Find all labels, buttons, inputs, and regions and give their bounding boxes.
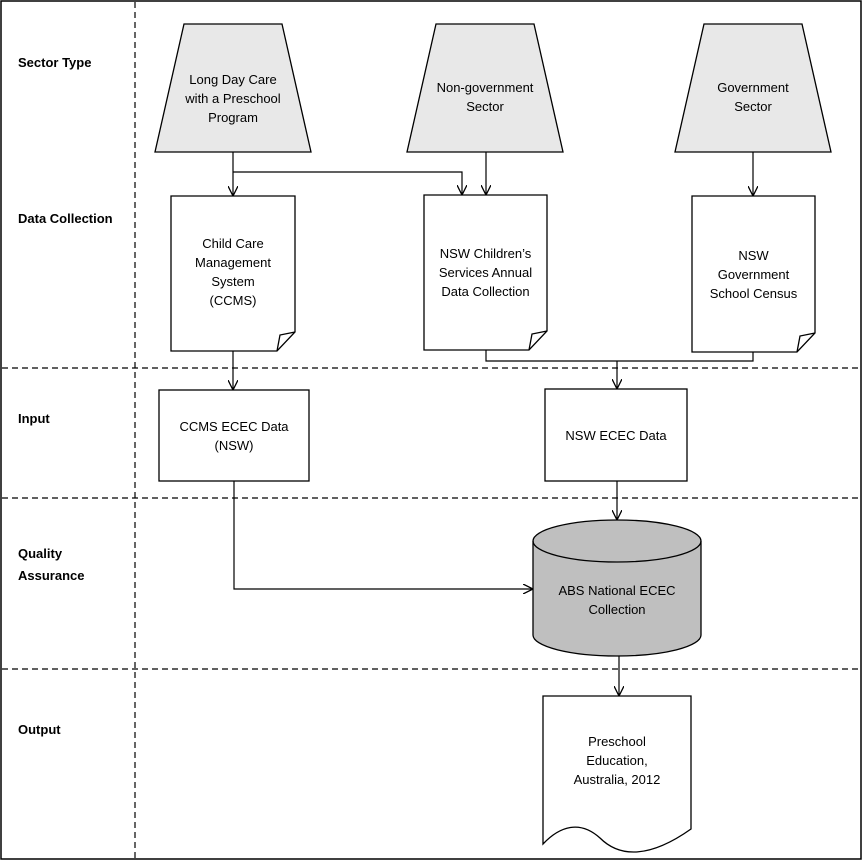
connector-ccms-ecec-to-abs [233, 481, 532, 589]
lane-label-output: Output [18, 722, 61, 737]
sector-non-government-label: Non-government Sector [436, 80, 534, 114]
lane-label-quality-assurance: Quality Assurance [18, 546, 85, 583]
lane-label-sector-type: Sector Type [18, 55, 92, 70]
lane-label-data-collection: Data Collection [18, 211, 113, 226]
document-shape-ccms [170, 195, 296, 352]
sector-shape-non-government [406, 23, 564, 153]
lane-label-input: Input [18, 411, 50, 426]
document-shape-nsw-government-census [691, 195, 816, 353]
output-document-shape [542, 695, 692, 853]
connector-long-day-care-to-nsw-childrens-services [233, 171, 462, 194]
collection-nsw-government-census-label: NSW Government School Census [709, 247, 798, 301]
input-nsw-ecec-label: NSW ECEC Data [565, 427, 667, 443]
collection-ccms-label: Child Care Management System (CCMS) [195, 236, 271, 308]
input-box-nsw-ecec [544, 388, 688, 482]
collection-nsw-childrens-services-label: NSW Children’s Services Annual Data Coll… [438, 245, 533, 299]
sector-shape-long-day-care [154, 23, 312, 153]
connector-nsw-collections-merge [485, 350, 754, 362]
sector-long-day-care-label: Long Day Care with a Preschool Program [185, 71, 281, 125]
output-publication-label: Preschool Education, Australia, 2012 [573, 733, 661, 787]
sector-shape-government [674, 23, 832, 153]
document-shape-nsw-childrens-services [423, 194, 548, 351]
abs-collection-label: ABS National ECEC Collection [558, 583, 676, 617]
sector-government-label: Government Sector [717, 80, 789, 114]
database-shape-abs-collection [532, 519, 702, 657]
input-ccms-ecec-label: CCMS ECEC Data (NSW) [179, 418, 289, 453]
input-box-ccms-ecec [158, 389, 310, 482]
database-top-rim [532, 540, 702, 563]
